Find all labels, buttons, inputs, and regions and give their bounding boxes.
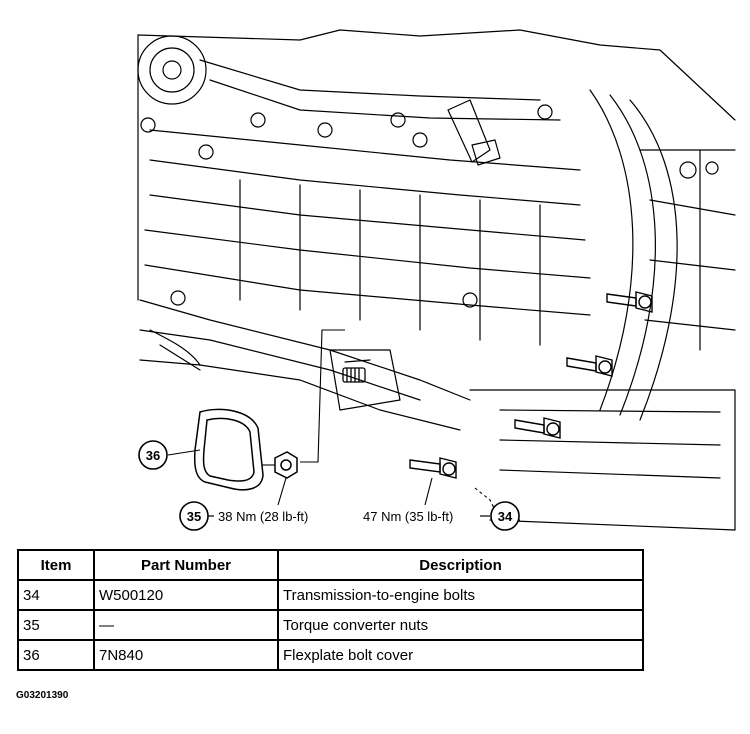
torque-converter-stud xyxy=(342,367,366,383)
callout-35: 35 38 Nm (28 lb-ft) xyxy=(179,501,308,531)
torque-spec-35: 38 Nm (28 lb-ft) xyxy=(218,509,308,524)
parts-table: Item Part Number Description 34 W500120 … xyxy=(17,549,644,671)
cell-description: Torque converter nuts xyxy=(277,609,644,641)
cell-part-number: W500120 xyxy=(93,579,279,611)
svg-text:36: 36 xyxy=(146,448,160,463)
figure-code: G03201390 xyxy=(16,690,69,701)
cell-item: 36 xyxy=(17,639,95,671)
cell-item: 35 xyxy=(17,609,95,641)
table-row: 34 W500120 Transmission-to-engine bolts xyxy=(17,579,644,611)
table-row: 36 7N840 Flexplate bolt cover xyxy=(17,639,644,671)
engine-transmission-diagram: 36 35 38 Nm (28 lb-ft) 47 Nm (35 lb-ft) … xyxy=(137,29,736,531)
callout-34: 47 Nm (35 lb-ft) 34 xyxy=(363,501,520,531)
engine-line-art xyxy=(137,29,736,531)
cell-part-number: 7N840 xyxy=(93,639,279,671)
header-description: Description xyxy=(277,549,644,581)
header-item: Item xyxy=(17,549,95,581)
cell-part-number: — xyxy=(93,609,279,641)
cell-description: Flexplate bolt cover xyxy=(277,639,644,671)
leader-lines xyxy=(167,329,520,521)
transmission-bolt-shapes xyxy=(409,291,653,479)
cell-description: Transmission-to-engine bolts xyxy=(277,579,644,611)
svg-text:35: 35 xyxy=(187,509,201,524)
torque-spec-34: 47 Nm (35 lb-ft) xyxy=(363,509,453,524)
svg-text:34: 34 xyxy=(498,509,513,524)
table-header-row: Item Part Number Description xyxy=(17,549,644,581)
cell-item: 34 xyxy=(17,579,95,611)
header-part-number: Part Number xyxy=(93,549,279,581)
flexplate-bolt-cover-shape xyxy=(193,408,264,491)
torque-converter-nut-shape xyxy=(274,451,298,479)
callout-36: 36 xyxy=(138,440,168,470)
table-row: 35 — Torque converter nuts xyxy=(17,609,644,641)
